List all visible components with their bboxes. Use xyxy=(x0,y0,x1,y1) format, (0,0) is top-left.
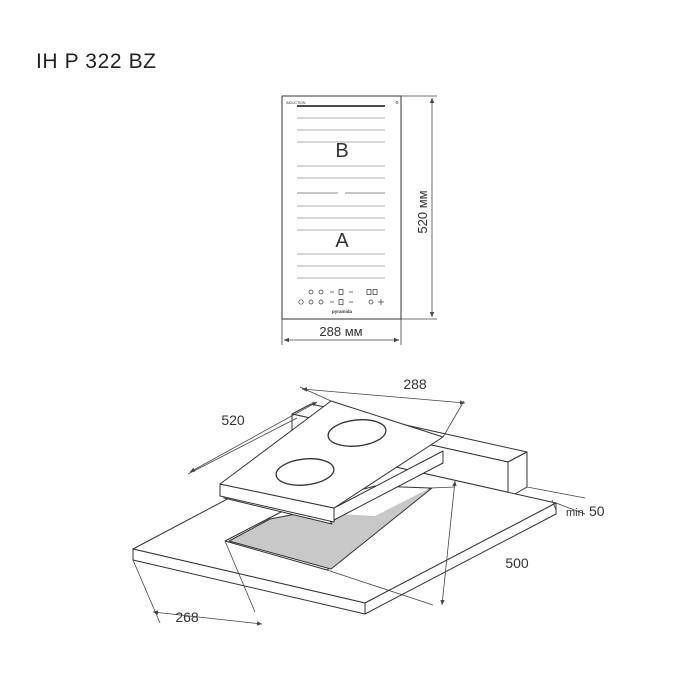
hob-zone-top xyxy=(327,419,387,447)
iso-view xyxy=(132,400,557,615)
zone-b-label: B xyxy=(335,140,348,162)
top-view xyxy=(281,95,402,320)
hob-right xyxy=(333,450,444,521)
zone-b-lines xyxy=(297,117,385,194)
iso-width-label: 288 xyxy=(403,376,427,392)
cutout-depth-label: 500 xyxy=(505,555,529,571)
zone-a-label: A xyxy=(335,230,349,252)
min-value: 50 xyxy=(589,503,605,519)
hob-header-text: INDUCTION xyxy=(286,101,306,105)
top-dimensions xyxy=(281,95,437,345)
zone-a-lines xyxy=(297,205,385,279)
hob-outline xyxy=(281,95,402,320)
min-prefix: min xyxy=(566,507,584,519)
hob-corner-mark: ⚙ xyxy=(395,100,399,105)
width-label: 288 мм xyxy=(319,324,362,339)
brand-logo: pyramida xyxy=(332,309,353,314)
countertop-right xyxy=(364,502,557,615)
control-panel xyxy=(298,289,384,305)
height-label: 520 мм xyxy=(415,190,430,233)
cutout-width-label: 268 xyxy=(175,609,199,625)
iso-depth-label: 520 xyxy=(221,412,245,428)
iso-dimensions xyxy=(132,386,586,626)
model-title: IH P 322 BZ xyxy=(36,50,157,73)
